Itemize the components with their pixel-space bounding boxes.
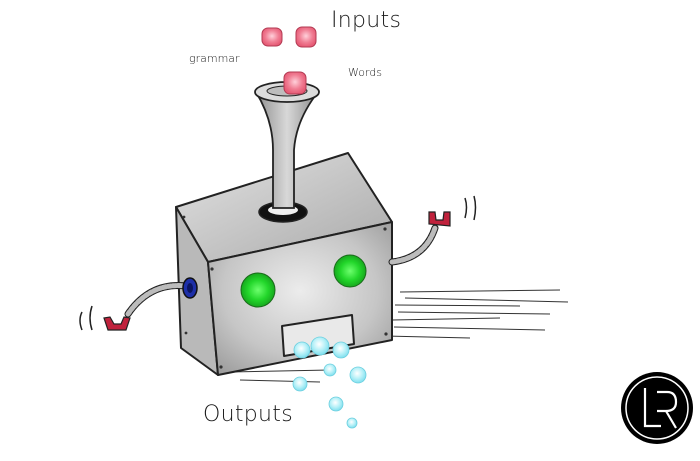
output-bubble-icon bbox=[328, 396, 344, 412]
words-label: Words bbox=[348, 66, 383, 79]
output-bubble-icon bbox=[310, 336, 330, 356]
output-bubble-icon bbox=[332, 341, 350, 359]
grammar-label: grammar bbox=[189, 52, 240, 65]
output-bubble-icon bbox=[323, 363, 337, 377]
left-arm bbox=[103, 277, 198, 331]
right-arm bbox=[388, 211, 451, 266]
input-cube-icon bbox=[261, 27, 283, 47]
rivets bbox=[182, 215, 388, 369]
output-bubble-icon bbox=[346, 417, 358, 429]
output-bubble-icon bbox=[349, 366, 367, 384]
input-cube-icon bbox=[295, 26, 317, 48]
output-bubble-icon bbox=[293, 341, 311, 359]
lr-logo bbox=[621, 372, 693, 444]
input-cube-icon bbox=[283, 71, 307, 95]
inputs-title: Inputs bbox=[331, 8, 402, 33]
motion-marks bbox=[79, 195, 477, 331]
input-cubes bbox=[261, 26, 317, 95]
robot-eye-left-icon bbox=[240, 272, 276, 308]
lr-logo-mark bbox=[625, 376, 689, 440]
output-bubbles bbox=[292, 336, 367, 429]
claw-icon bbox=[428, 211, 451, 227]
output-bubble-icon bbox=[292, 376, 308, 392]
outputs-title: Outputs bbox=[203, 402, 293, 427]
robot-eye-right-icon bbox=[333, 254, 367, 288]
speed-lines bbox=[229, 289, 569, 383]
claw-icon bbox=[103, 316, 131, 331]
